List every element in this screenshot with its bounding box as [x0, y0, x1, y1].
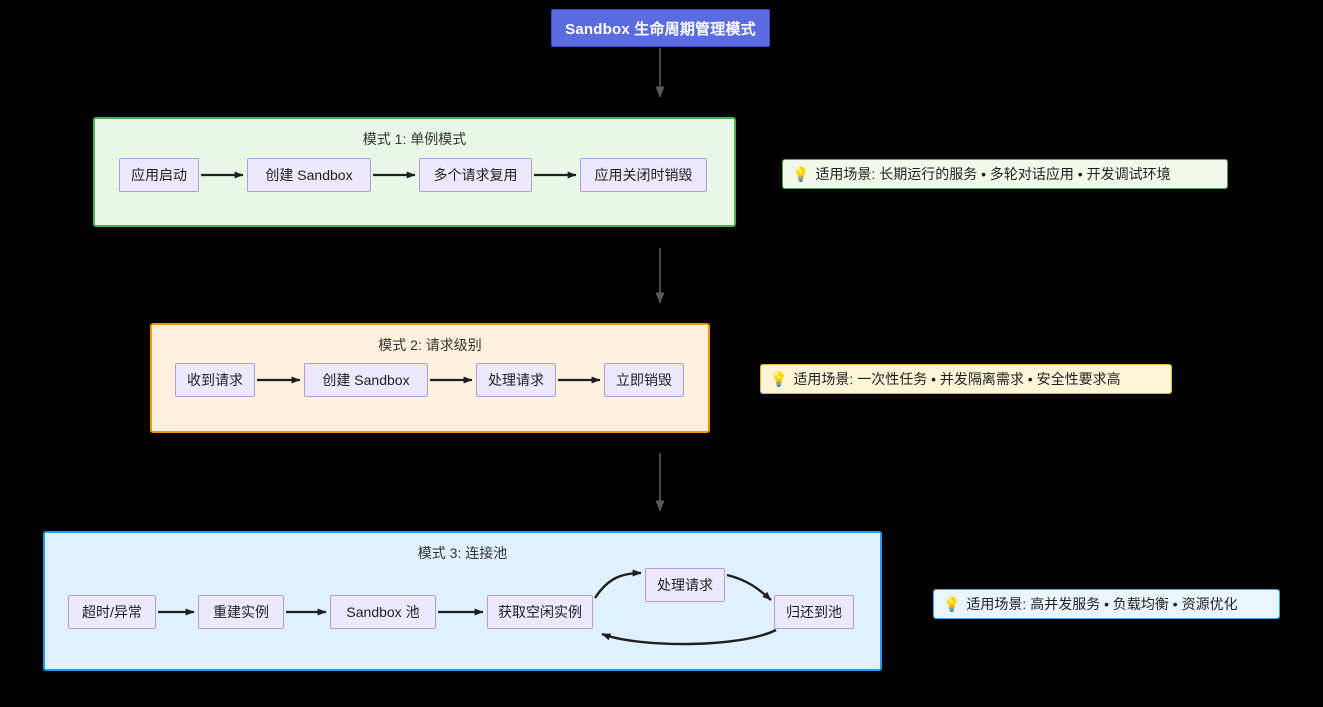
subgraph-mode1-title: 模式 1: 单例模式 — [362, 131, 467, 147]
note-mode2-use-cases[interactable]: 💡 适用场景: 一次性任务 • 并发隔离需求 • 安全性要求高 — [760, 364, 1172, 394]
node-mode3-handle-request[interactable]: 处理请求 — [645, 568, 725, 602]
node-label: 收到请求 — [187, 372, 243, 388]
node-mode2-handle-request[interactable]: 处理请求 — [476, 363, 556, 397]
node-mode1-create-sandbox[interactable]: 创建 Sandbox — [247, 158, 371, 192]
subgraph-mode2-title: 模式 2: 请求级别 — [378, 337, 482, 353]
node-label: 多个请求复用 — [433, 167, 518, 183]
lightbulb-icon: 💡 — [770, 371, 788, 387]
node-label: 处理请求 — [488, 372, 544, 388]
note-text: 适用场景: 长期运行的服务 • 多轮对话应用 • 开发调试环境 — [815, 166, 1171, 182]
diagram-title-node[interactable]: Sandbox 生命周期管理模式 — [551, 9, 770, 47]
node-mode1-app-start[interactable]: 应用启动 — [119, 158, 199, 192]
node-mode2-receive-request[interactable]: 收到请求 — [175, 363, 255, 397]
note-text: 适用场景: 一次性任务 • 并发隔离需求 • 安全性要求高 — [793, 371, 1121, 387]
node-label: 创建 Sandbox — [265, 167, 353, 183]
subgraph-mode3-title: 模式 3: 连接池 — [417, 545, 508, 561]
node-mode3-rebuild-instance[interactable]: 重建实例 — [198, 595, 284, 629]
node-mode2-destroy-now[interactable]: 立即销毁 — [604, 363, 684, 397]
node-label: 应用关闭时销毁 — [594, 167, 693, 183]
node-mode3-return-to-pool[interactable]: 归还到池 — [774, 595, 854, 629]
node-mode3-timeout-error[interactable]: 超时/异常 — [68, 595, 156, 629]
node-label: Sandbox 池 — [346, 604, 420, 620]
node-label: 重建实例 — [213, 604, 269, 620]
node-label: 获取空闲实例 — [498, 604, 582, 620]
lightbulb-icon: 💡 — [943, 596, 961, 612]
note-text: 适用场景: 高并发服务 • 负载均衡 • 资源优化 — [966, 596, 1238, 612]
note-mode3-use-cases[interactable]: 💡 适用场景: 高并发服务 • 负载均衡 • 资源优化 — [933, 589, 1280, 619]
node-mode1-reuse-requests[interactable]: 多个请求复用 — [419, 158, 532, 192]
node-mode1-destroy-on-close[interactable]: 应用关闭时销毁 — [580, 158, 707, 192]
node-label: 创建 Sandbox — [322, 372, 410, 388]
note-mode1-use-cases[interactable]: 💡 适用场景: 长期运行的服务 • 多轮对话应用 • 开发调试环境 — [782, 159, 1228, 189]
node-mode3-acquire-idle-instance[interactable]: 获取空闲实例 — [487, 595, 593, 629]
node-mode2-create-sandbox[interactable]: 创建 Sandbox — [304, 363, 428, 397]
node-label: 归还到池 — [786, 604, 842, 620]
node-label: 立即销毁 — [616, 372, 672, 388]
node-mode3-sandbox-pool[interactable]: Sandbox 池 — [330, 595, 436, 629]
node-label: 应用启动 — [131, 167, 187, 183]
subgraph-mode3[interactable]: 模式 3: 连接池 — [43, 531, 882, 671]
diagram-title-label: Sandbox 生命周期管理模式 — [565, 20, 756, 38]
node-label: 处理请求 — [657, 577, 713, 593]
node-label: 超时/异常 — [82, 604, 142, 620]
lightbulb-icon: 💡 — [792, 166, 810, 182]
